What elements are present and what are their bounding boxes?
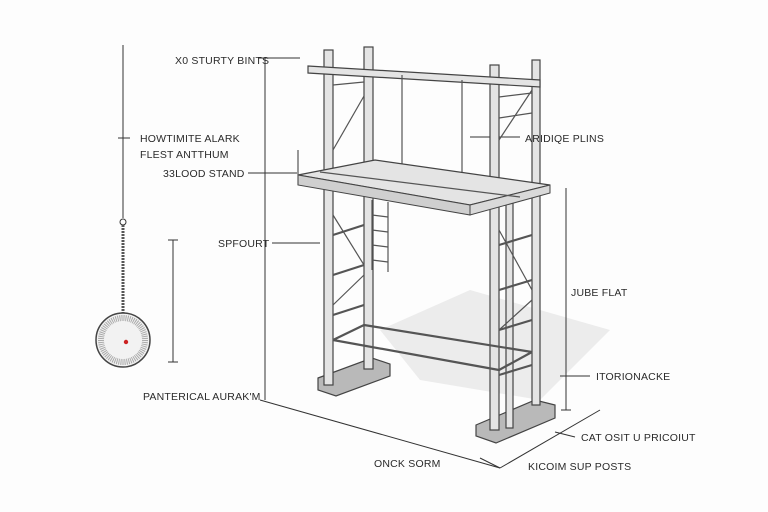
- label-top-left: X0 STURTY BINTS: [175, 55, 269, 67]
- label-right-lower: ITORIONACKE: [596, 371, 670, 383]
- right-base: [475, 399, 556, 444]
- label-bottom-left: PANTERICAL AURAK'M: [143, 391, 261, 403]
- label-stand: 33LOOD STAND: [163, 168, 245, 180]
- label-support: SPFOURT: [218, 238, 270, 250]
- dimension-lines: [118, 57, 601, 469]
- red-dot-marker: [123, 339, 129, 345]
- label-left-upper-2: FLEST ANTTHUM: [140, 149, 229, 161]
- label-right-mid: JUBE FLAT: [571, 287, 628, 299]
- label-bottom-center: ONCK SORM: [374, 458, 441, 470]
- label-bottom-right-1: CAT OSIT U PRICOIUT: [581, 432, 696, 444]
- label-right-upper: ARIDIQE PLINS: [525, 133, 604, 145]
- scaffold-frame: [297, 46, 551, 431]
- pendulum-weight: [95, 45, 151, 368]
- label-bottom-right-2: KICOIM SUP POSTS: [528, 461, 631, 473]
- label-left-upper-1: HOWTIMITE ALARK: [140, 133, 240, 145]
